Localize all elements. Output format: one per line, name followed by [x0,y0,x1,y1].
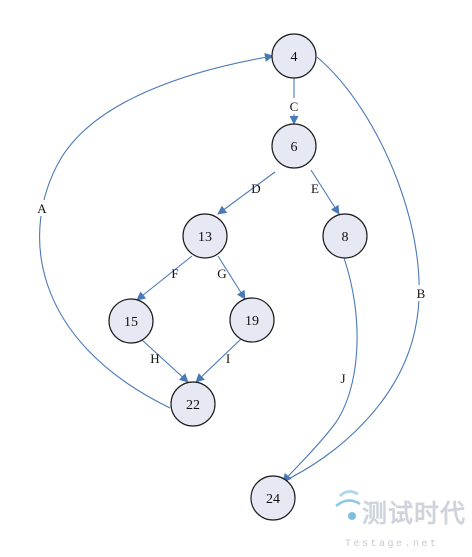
node-19: 19 [229,297,275,343]
edge-label-f: F [171,266,178,281]
watermark: 测试时代 Testage.net [335,490,466,550]
edges [39,52,420,484]
node-22-label: 22 [186,398,200,413]
watermark-chinese: 测试时代 [362,499,466,528]
edge-label-d: D [251,181,260,196]
edge-a [39,52,274,409]
edge-label-h: H [150,351,159,366]
edge-label-b: B [417,286,426,301]
node-8: 8 [322,213,368,259]
watermark-english: Testage.net [345,539,439,550]
watermark-logo-icon [335,490,361,520]
edge-j [282,257,358,483]
edge-label-g: G [217,266,226,281]
edge-b [279,56,420,484]
node-19-label: 19 [245,314,259,329]
nodes: 4 6 13 8 15 19 22 24 [108,33,368,521]
edge-e [310,169,340,215]
node-15: 15 [108,298,154,344]
edge-label-c: C [290,99,299,114]
node-24-label: 24 [266,492,280,507]
node-13-label: 13 [198,230,212,245]
edge-label-e: E [311,181,319,196]
node-6-label: 6 [291,140,298,155]
edge-d [217,171,276,215]
node-24: 24 [250,475,296,521]
edge-label-i: I [226,351,230,366]
edge-f [136,255,193,301]
edge-i [195,338,242,383]
node-4-label: 4 [291,50,298,65]
edge-label-j: J [340,371,345,386]
node-8-label: 8 [342,230,349,245]
edge-label-a: A [37,201,47,216]
node-22: 22 [170,381,216,427]
node-6: 6 [271,123,317,169]
edge-g [217,255,246,300]
node-13: 13 [182,213,228,259]
node-4: 4 [271,33,317,79]
node-15-label: 15 [124,315,138,330]
edge-labels: A B C D E F G H I J [35,98,428,386]
edge-h [141,339,189,383]
